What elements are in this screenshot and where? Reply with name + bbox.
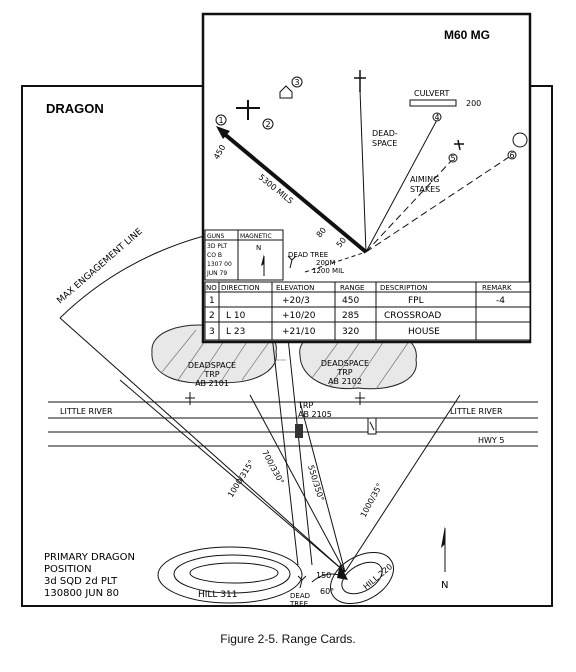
svg-text:+10/20: +10/20	[282, 311, 316, 321]
th-description: DESCRIPTION	[380, 284, 427, 292]
hwy-label: HWY 5	[478, 436, 504, 445]
svg-text:CO B: CO B	[207, 252, 222, 259]
fpl-line	[220, 130, 368, 254]
trp-center-line2: AB 2105	[298, 410, 332, 419]
target-6: 6	[509, 151, 514, 160]
deadspace-label-1: DEAD-	[372, 129, 398, 138]
target-4: 4	[434, 113, 439, 122]
trp-left-line3: AB 2101	[195, 379, 229, 388]
svg-text:CROSSROAD: CROSSROAD	[384, 311, 441, 321]
crossroad-icon	[236, 100, 260, 120]
hill-220	[330, 551, 394, 605]
dragon-position-icon	[337, 564, 348, 580]
mg-dead-tree: DEAD TREE	[288, 251, 328, 259]
target-markers	[215, 76, 517, 163]
culvert-icon	[409, 99, 457, 107]
position-line2: POSITION	[44, 564, 92, 575]
pole-icon	[354, 70, 366, 92]
m60-data-table: NO DIRECTION ELEVATION RANGE DESCRIPTION…	[204, 281, 531, 341]
svg-text:1307 00: 1307 00	[207, 261, 232, 268]
svg-text:HOUSE: HOUSE	[408, 327, 440, 337]
svg-text:MAGNETIC: MAGNETIC	[240, 233, 272, 240]
svg-text:N: N	[441, 580, 448, 591]
little-river	[48, 401, 538, 419]
svg-text:-4: -4	[496, 296, 505, 306]
trp-left-line1: DEADSPACE	[188, 361, 236, 370]
figure-caption: Figure 2-5. Range Cards.	[220, 632, 356, 646]
svg-text:450: 450	[342, 296, 359, 306]
dead-tree-label-2: TREE	[289, 600, 308, 608]
trp-right-line3: AB 2102	[328, 377, 362, 386]
max-engagement-line	[59, 317, 346, 573]
svg-text:L 23: L 23	[226, 327, 245, 337]
river-label-left: LITTLE RIVER	[60, 407, 113, 416]
svg-text:3: 3	[209, 327, 215, 337]
trp-right-line1: DEADSPACE	[321, 359, 369, 368]
target-2: 2	[265, 120, 270, 129]
svg-text:1: 1	[209, 296, 215, 306]
svg-text:JUN 79: JUN 79	[206, 270, 227, 277]
sector-line-aiming	[365, 154, 513, 253]
hill-311-label: HILL 311	[198, 590, 238, 600]
sector-line-aiming-2	[365, 159, 453, 253]
mg-dead-tree-range: 200M	[316, 259, 335, 267]
position-line3: 3d SQD 2d PLT	[44, 576, 118, 587]
m60-title: M60 MG	[444, 28, 490, 42]
svg-text:+21/10: +21/10	[282, 327, 316, 337]
trp-center-line1: TRP	[297, 401, 313, 410]
trp-left-line2: TRP	[203, 370, 219, 379]
svg-text:FPL: FPL	[408, 296, 424, 306]
range-line-35	[344, 394, 461, 573]
range-line-330	[249, 394, 346, 573]
culvert-label: CULVERT	[414, 89, 450, 98]
aiming-label-2: STAKES	[410, 185, 440, 194]
svg-text:285: 285	[342, 311, 359, 321]
mg-dead-tree-mils: 1200 MIL	[312, 267, 344, 275]
svg-text:N: N	[256, 244, 261, 252]
house-icon	[279, 85, 293, 99]
target-5: 5	[450, 154, 455, 163]
range-line-315	[119, 379, 346, 573]
range-line-350	[299, 401, 346, 573]
dead-tree-label-1: DEAD	[290, 592, 310, 600]
target-3: 3	[294, 78, 299, 87]
dragon-title: DRAGON	[46, 101, 104, 116]
svg-text:3D PLT: 3D PLT	[207, 243, 227, 250]
svg-text:L 10: L 10	[226, 311, 246, 321]
aiming-label-1: AIMING	[410, 175, 439, 184]
deadspace-label-2: SPACE	[372, 139, 397, 148]
th-direction: DIRECTION	[221, 284, 260, 292]
th-range: RANGE	[340, 284, 364, 292]
m60-info-box: GUNS MAGNETIC 3D PLT CO B 1307 00 JUN 79…	[204, 229, 284, 281]
trp-right-line2: TRP	[336, 368, 352, 377]
sector-line-deadspace	[359, 89, 367, 253]
culvert-range: 200	[466, 99, 481, 108]
th-remark: REMARK	[482, 284, 512, 292]
svg-text:+20/3: +20/3	[282, 296, 310, 306]
tree-icon	[512, 132, 528, 148]
th-elevation: ELEVATION	[276, 284, 314, 292]
hwy-5	[48, 431, 538, 447]
svg-text:320: 320	[342, 327, 359, 337]
target-1: 1	[218, 116, 223, 125]
th-no: NO	[206, 284, 217, 292]
dragon-north-arrow: N	[441, 526, 448, 591]
m60-range-card: M60 MG 5300 MILS 450 80 50 1 2 3 4 5	[201, 12, 532, 344]
svg-text:2: 2	[209, 311, 215, 321]
hill-311	[157, 546, 303, 604]
dead-tree-icon	[297, 575, 307, 589]
position-line1: PRIMARY DRAGON	[44, 552, 135, 563]
near-range-60: 60°	[320, 587, 334, 596]
svg-text:GUNS: GUNS	[207, 233, 225, 240]
river-label-right: LITTLE RIVER	[450, 407, 503, 416]
sector-line-culvert	[365, 117, 439, 253]
near-range-150: 150	[316, 571, 331, 580]
position-line4: 130800 JUN 80	[44, 588, 119, 599]
